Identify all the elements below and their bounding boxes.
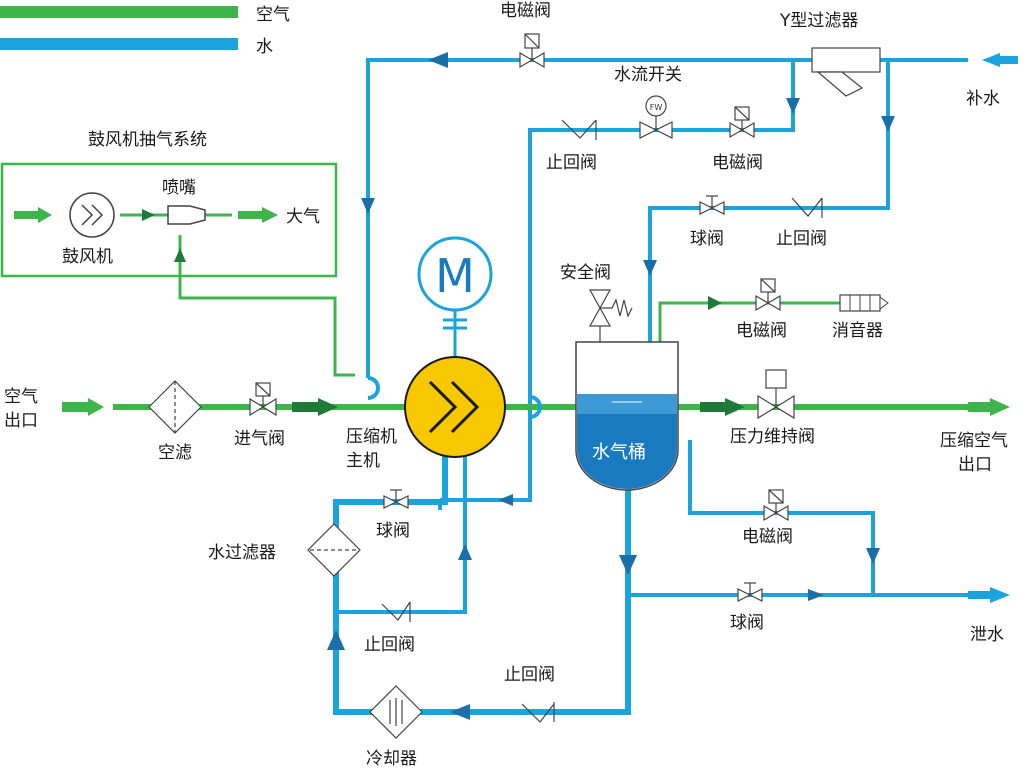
cooler-icon — [369, 685, 423, 739]
blower-label: 鼓风机 — [62, 247, 113, 267]
legend-air-swatch — [0, 6, 238, 18]
water-arrow-drain — [808, 589, 824, 601]
motor-icon — [417, 236, 493, 360]
check-valve-1-label: 止回阀 — [546, 153, 597, 173]
solenoid-valve-3-icon — [755, 278, 781, 312]
motor-label: M — [435, 249, 475, 303]
check-valve-4-label: 止回阀 — [504, 665, 555, 685]
solenoid-valve-top-icon — [519, 33, 545, 69]
water-pipes-thick — [333, 455, 631, 715]
solenoid-valve-top-label: 电磁阀 — [500, 1, 551, 21]
compressor-label-2: 主机 — [346, 451, 380, 471]
compressor-icon — [404, 356, 506, 458]
ball-valve-1-icon — [699, 195, 725, 215]
legend-water-label: 水 — [256, 37, 273, 57]
water-arrow-sol4-down — [866, 548, 880, 564]
nozzle-icon — [167, 205, 206, 225]
water-arrow-yfilter-down — [786, 98, 800, 114]
pressure-hold-valve-label: 压力维持阀 — [730, 427, 815, 447]
compressed-air-outlet-label-2: 出口 — [958, 455, 992, 475]
water-arrow-makeup — [982, 53, 1000, 67]
check-valve-1-icon — [561, 119, 597, 140]
nozzle-label: 喷嘴 — [162, 178, 196, 198]
check-valve-2-label: 止回阀 — [776, 229, 827, 249]
blower-system-label: 鼓风机抽气系统 — [88, 130, 207, 150]
water-pipes — [336, 58, 990, 614]
water-flow-switch-label: 水流开关 — [614, 65, 682, 85]
air-arrow-blower-in — [38, 207, 52, 223]
atmosphere-label: 大气 — [286, 207, 320, 227]
legend-air-label: 空气 — [256, 5, 290, 25]
muffler-label: 消音器 — [832, 321, 883, 341]
check-valve-3-icon — [381, 601, 411, 622]
check-valve-2-icon — [791, 197, 823, 218]
safety-valve-label: 安全阀 — [560, 263, 611, 283]
air-arrow-outlet — [990, 398, 1010, 416]
compressor-label-1: 压缩机 — [346, 427, 397, 447]
solenoid-valve-4-icon — [763, 489, 789, 522]
water-filter-icon — [307, 523, 361, 577]
water-filter-label: 水过滤器 — [208, 543, 276, 563]
air-arrow-solenoid3 — [708, 296, 722, 310]
ball-valve-3-label: 球阀 — [730, 613, 764, 633]
water-arrow-to-compressor — [498, 494, 513, 506]
water-arrow-right-down — [881, 116, 895, 132]
ball-valve-1-label: 球阀 — [690, 229, 724, 249]
ball-valve-2-label: 球阀 — [376, 521, 410, 541]
legend-water-swatch — [0, 38, 238, 50]
inlet-valve-label: 进气阀 — [234, 429, 285, 449]
air-arrow-inlet — [88, 398, 104, 416]
flow-arrows — [14, 52, 1018, 720]
water-arrow-tank-down — [619, 555, 637, 575]
solenoid-valve-4-label: 电磁阀 — [742, 527, 793, 547]
safety-valve-icon — [588, 289, 633, 342]
inlet-valve-icon — [249, 382, 277, 417]
pressure-hold-valve-icon — [757, 369, 795, 420]
water-arrow-up-left — [327, 630, 345, 650]
blower-icon — [69, 192, 115, 238]
water-arrow-to-cooler — [450, 704, 470, 720]
ball-valve-2-icon — [383, 489, 409, 509]
air-arrow-to-compressor — [318, 398, 338, 416]
y-filter-icon — [811, 47, 881, 97]
ball-valve-3-icon — [737, 582, 763, 602]
air-outlet-label-1: 空气 — [4, 387, 38, 407]
air-arrow-atmosphere — [262, 207, 278, 223]
drain-water-label: 泄水 — [970, 625, 1004, 645]
air-filter-label: 空滤 — [158, 443, 192, 463]
water-arrow-tank-in — [643, 260, 657, 276]
solenoid-valve-2-icon — [729, 106, 755, 139]
air-arrow-nozzle-up — [174, 248, 186, 262]
air-outlet-label-2: 出口 — [4, 411, 38, 431]
solenoid-valve-2-label: 电磁阀 — [712, 153, 763, 173]
water-arrow-up-return — [458, 544, 472, 560]
solenoid-valve-3-label: 电磁阀 — [736, 321, 787, 341]
air-arrow-after-tank — [725, 398, 745, 416]
flow-switch-tag: FW — [650, 103, 663, 112]
check-valve-4-icon — [521, 702, 555, 723]
muffler-icon — [839, 294, 889, 312]
water-tank-label: 水气桶 — [592, 442, 646, 463]
cooler-label: 冷却器 — [366, 749, 417, 768]
y-filter-label: Y型过滤器 — [779, 11, 858, 31]
air-arrow-blower-mid — [142, 209, 155, 221]
water-tank-icon — [575, 341, 679, 491]
water-flow-switch-icon — [639, 95, 673, 139]
compressed-air-outlet-label-1: 压缩空气 — [940, 431, 1008, 451]
air-filter-icon — [148, 380, 202, 434]
water-arrow-left-down — [361, 198, 375, 214]
makeup-water-label: 补水 — [966, 89, 1000, 109]
water-arrow-drain-out — [990, 587, 1010, 603]
check-valve-3-label: 止回阀 — [364, 635, 415, 655]
water-arrow-top-left — [428, 52, 448, 68]
blower-system-box — [0, 162, 338, 278]
